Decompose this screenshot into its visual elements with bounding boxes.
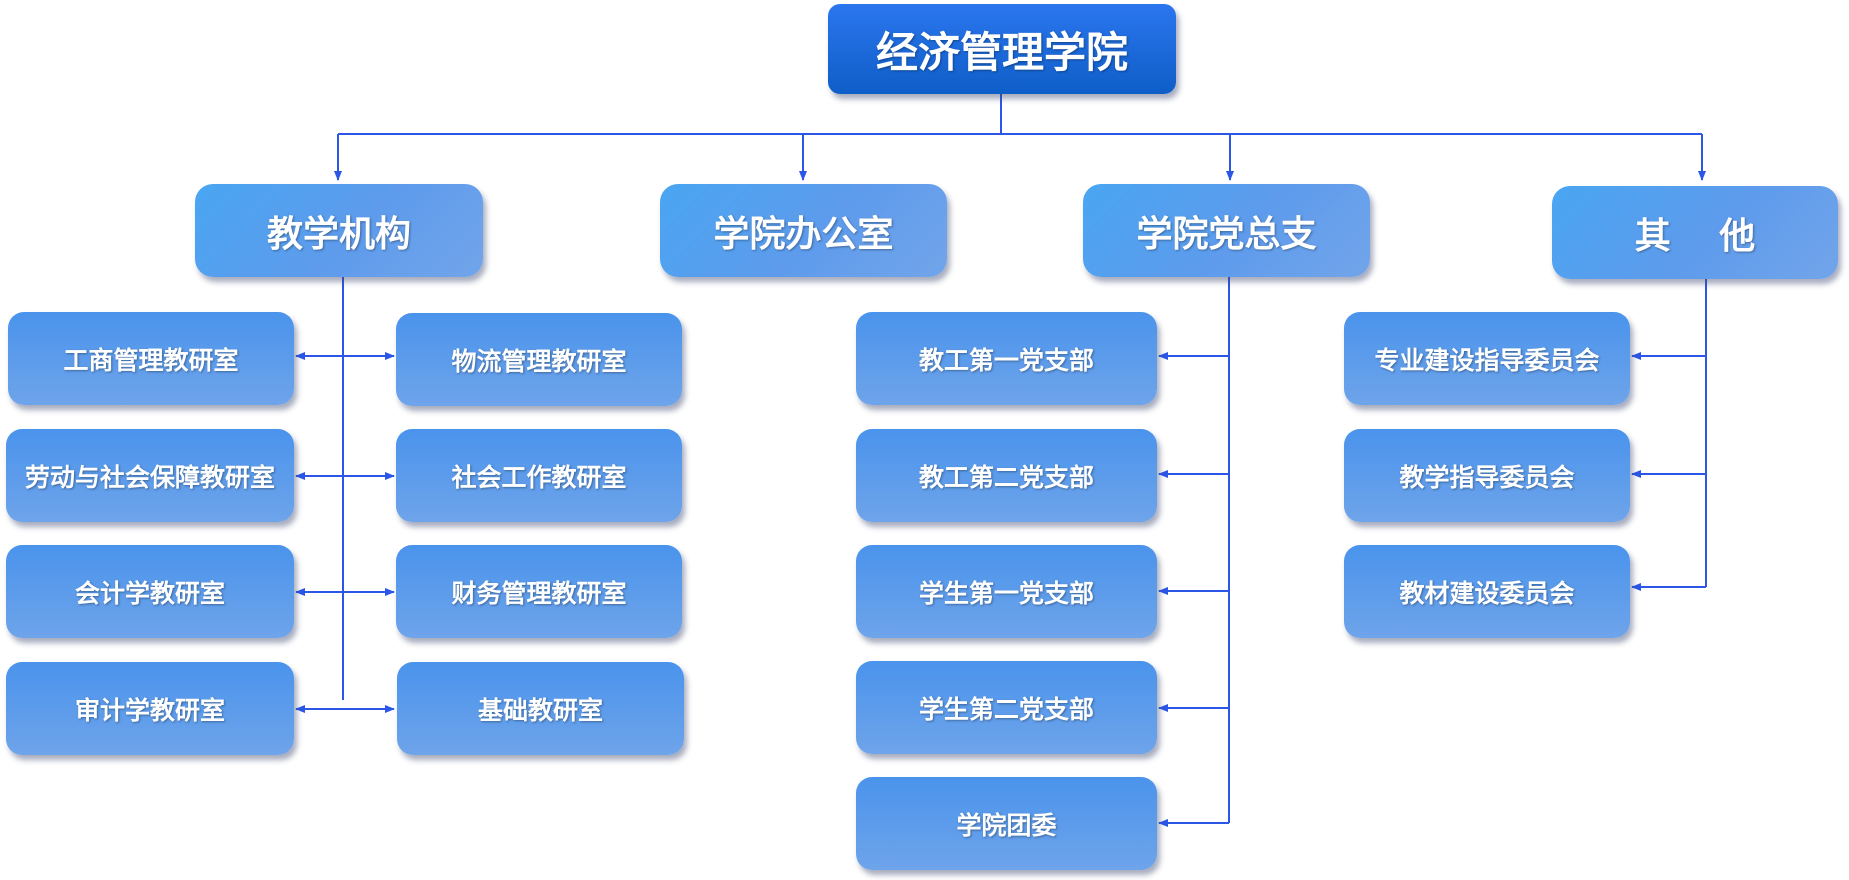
unit-social-work: 社会工作教研室 (396, 429, 682, 522)
root-label: 经济管理学院 (875, 27, 1128, 77)
unit-label: 专业建设指导委员会 (1374, 345, 1600, 375)
dept-party-label: 学院党总支 (1136, 213, 1317, 255)
unit-accounting: 会计学教研室 (6, 545, 294, 638)
unit-label: 教学指导委员会 (1399, 462, 1575, 492)
unit-label: 教工第二党支部 (918, 462, 1094, 492)
dept-other-label: 其 他 (1634, 215, 1774, 257)
unit-label: 劳动与社会保障教研室 (24, 462, 275, 492)
unit-business-admin: 工商管理教研室 (8, 312, 294, 405)
unit-staff-branch-1: 教工第一党支部 (856, 312, 1157, 405)
unit-label: 基础教研室 (477, 695, 603, 725)
unit-label: 物流管理教研室 (451, 346, 627, 376)
unit-foundation: 基础教研室 (397, 662, 684, 755)
dept-office: 学院办公室 (660, 184, 947, 277)
unit-label: 社会工作教研室 (451, 462, 627, 492)
unit-label: 工商管理教研室 (63, 345, 239, 375)
unit-logistics: 物流管理教研室 (396, 313, 682, 406)
unit-staff-branch-2: 教工第二党支部 (856, 429, 1157, 522)
unit-label: 审计学教研室 (74, 695, 225, 725)
unit-textbook-committee: 教材建设委员会 (1344, 545, 1630, 638)
unit-label: 学院团委 (956, 810, 1057, 840)
root-node: 经济管理学院 (828, 4, 1176, 94)
dept-party: 学院党总支 (1083, 184, 1370, 277)
unit-major-construction-committee: 专业建设指导委员会 (1344, 312, 1630, 405)
unit-label: 学生第一党支部 (918, 578, 1094, 608)
unit-student-branch-2: 学生第二党支部 (856, 661, 1157, 754)
dept-office-label: 学院办公室 (713, 213, 894, 255)
dept-teaching-label: 教学机构 (266, 213, 411, 255)
unit-auditing: 审计学教研室 (6, 662, 294, 755)
unit-student-branch-1: 学生第一党支部 (856, 545, 1157, 638)
unit-labor-social-security: 劳动与社会保障教研室 (6, 429, 294, 522)
unit-label: 教工第一党支部 (918, 345, 1094, 375)
unit-label: 教材建设委员会 (1399, 578, 1575, 608)
dept-other: 其 他 (1552, 186, 1838, 279)
unit-label: 财务管理教研室 (451, 578, 627, 608)
unit-label: 会计学教研室 (74, 578, 225, 608)
unit-youth-league: 学院团委 (856, 777, 1157, 870)
dept-teaching: 教学机构 (195, 184, 483, 277)
unit-label: 学生第二党支部 (918, 694, 1094, 724)
unit-financial-mgmt: 财务管理教研室 (396, 545, 682, 638)
unit-teaching-guidance-committee: 教学指导委员会 (1344, 429, 1630, 522)
